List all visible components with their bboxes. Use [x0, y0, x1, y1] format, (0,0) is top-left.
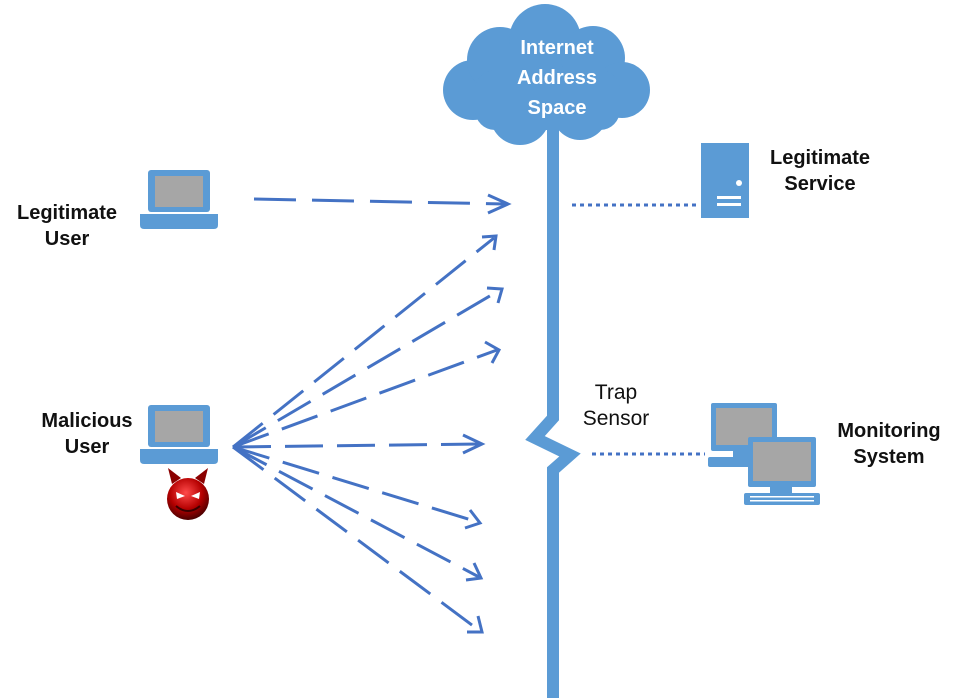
- backbone-line: [525, 120, 581, 698]
- laptop-icon: [140, 405, 218, 464]
- cloud-icon: [443, 4, 650, 145]
- cloud-label: Internet Address Space: [497, 33, 617, 123]
- probe-arrow: [232, 340, 502, 449]
- monitoring-system-label-line-1: Monitoring: [837, 420, 941, 442]
- legit-traffic-arrow: [253, 193, 512, 215]
- monitoring-system-label-line-2: System: [853, 446, 925, 468]
- server-icon: [701, 143, 749, 218]
- legitimate-user-label-line-1: Legitimate: [16, 202, 118, 224]
- probe-arrow: [232, 445, 483, 530]
- monitoring-system-label: Monitoring System: [826, 418, 952, 470]
- probe-arrow: [232, 433, 486, 455]
- computer-icon: [708, 403, 820, 505]
- probe-arrow: [232, 445, 484, 582]
- probe-arrow: [232, 234, 498, 449]
- malicious-user-label-line-2: User: [64, 436, 110, 458]
- cloud-label-line-3: Space: [527, 97, 587, 119]
- probe-arrow: [232, 445, 484, 634]
- malicious-user-label-line-1: Malicious: [41, 410, 133, 432]
- trap-sensor-label-line-2: Sensor: [582, 407, 650, 430]
- laptop-icon: [140, 170, 218, 229]
- legitimate-service-label-line-1: Legitimate: [769, 147, 871, 169]
- cloud-label-line-1: Internet: [520, 37, 594, 59]
- malicious-traffic-arrows: [232, 234, 504, 634]
- legitimate-user-label: Legitimate User: [2, 200, 132, 252]
- legitimate-user-label-line-2: User: [44, 228, 90, 250]
- trap-sensor-label: Trap Sensor: [566, 380, 666, 432]
- legitimate-service-label-line-2: Service: [784, 173, 856, 195]
- cloud-label-line-2: Address: [516, 67, 598, 89]
- probe-arrow: [232, 286, 504, 449]
- malicious-user-label: Malicious User: [22, 408, 152, 460]
- legitimate-service-label: Legitimate Service: [755, 145, 885, 197]
- trap-sensor-label-line-1: Trap: [594, 381, 638, 404]
- devil-icon: [167, 468, 209, 520]
